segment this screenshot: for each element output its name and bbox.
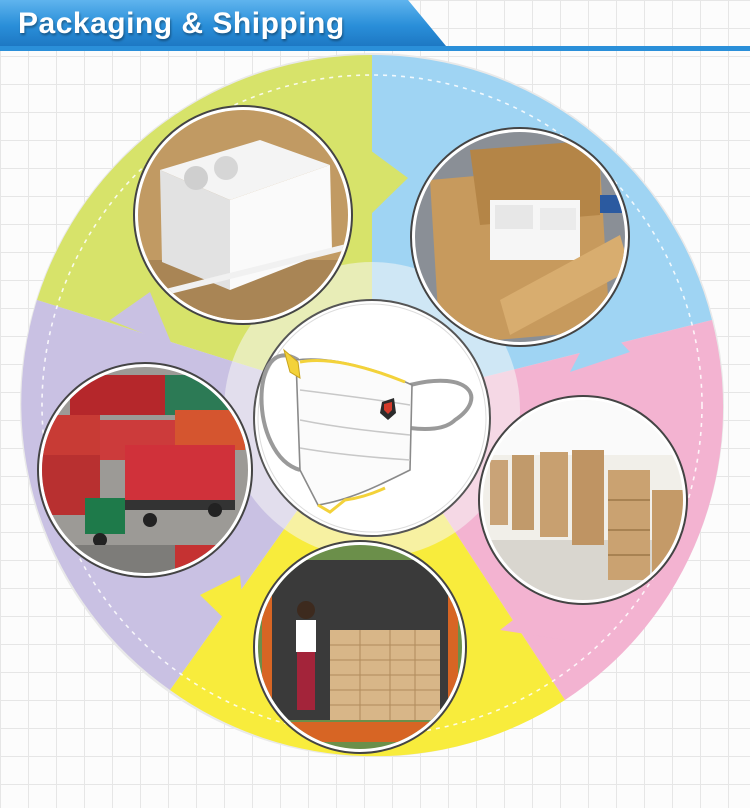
header-underline	[0, 46, 750, 51]
photo-warehouse	[478, 395, 688, 605]
photo-truck-loading	[253, 540, 467, 754]
photo-boxed-product	[133, 105, 353, 325]
dotted-ring	[41, 74, 703, 736]
header-banner: Packaging & Shipping	[0, 0, 750, 58]
arrow-purple-to-green	[110, 292, 172, 345]
arrow-yellow-to-purple	[200, 575, 246, 640]
photo-container-truck	[37, 362, 253, 578]
photo-open-carton	[410, 127, 630, 347]
page-title: Packaging & Shipping	[18, 7, 345, 40]
arrow-pink-to-yellow	[500, 598, 565, 640]
face-mask-illustration	[253, 299, 491, 537]
arrow-blue-to-pink	[570, 318, 630, 372]
header-banner-background	[0, 0, 446, 46]
arrow-green-to-blue	[370, 150, 408, 215]
